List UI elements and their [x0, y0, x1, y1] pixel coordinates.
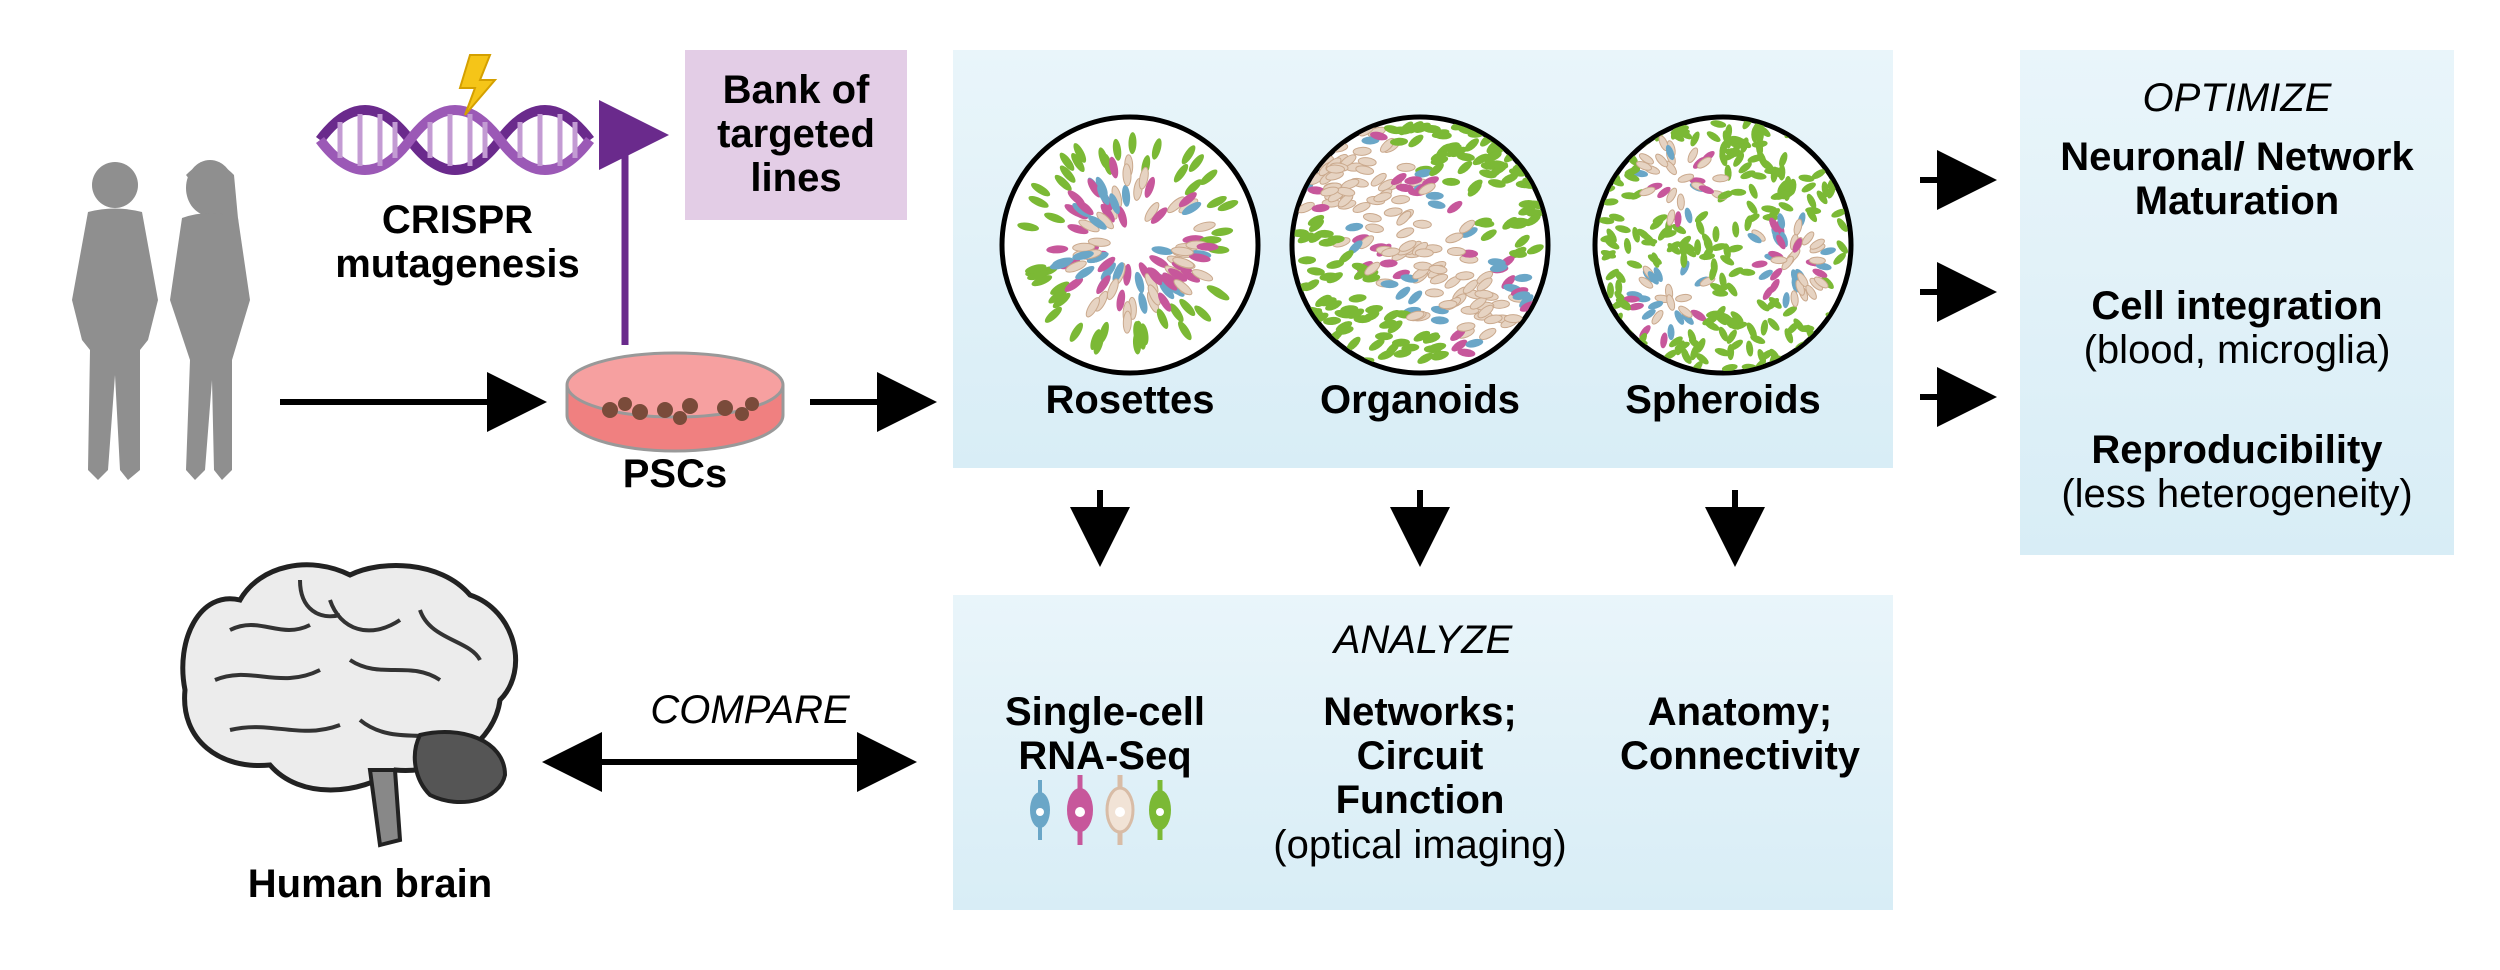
dna-icon [316, 105, 594, 175]
analyze-col-networks: Networks; Circuit Function [1323, 690, 1517, 822]
lightning-icon [458, 54, 498, 116]
organoids-label: Organoids [1319, 378, 1521, 422]
neuron-icons [1030, 775, 1171, 845]
bank-label: Bank of targeted lines [717, 68, 875, 200]
purple-arrow [599, 100, 669, 345]
optimize-panel [2020, 50, 2454, 555]
people-icon [72, 160, 250, 480]
organoids-image [1289, 114, 1551, 376]
petri-dish-icon [565, 351, 785, 453]
optimize-item-integration-title: Cell integration [2091, 284, 2383, 328]
optimize-heading: OPTIMIZE [2142, 76, 2332, 120]
analyze-col-anatomy: Anatomy; Connectivity [1619, 690, 1861, 778]
optimize-item-maturation: Neuronal/ Network Maturation [2060, 135, 2414, 223]
analyze-heading: ANALYZE [1333, 618, 1513, 662]
optimize-item-integration-sub: (blood, microglia) [2083, 328, 2391, 372]
crispr-label: CRISPR mutagenesis [335, 198, 580, 286]
analyze-col-networks-sub: (optical imaging) [1273, 823, 1567, 867]
pscs-label: PSCs [622, 452, 728, 496]
brain-label: Human brain [247, 862, 493, 906]
rosettes-label: Rosettes [1045, 378, 1215, 422]
compare-label: COMPARE [650, 688, 850, 732]
optimize-item-reproducibility-sub: (less heterogeneity) [2061, 472, 2413, 516]
spheroids-image [1592, 114, 1854, 376]
bank-box [685, 50, 907, 220]
rosettes-image [999, 114, 1261, 376]
analyze-col-rnaseq: Single-cell RNA-Seq [1004, 690, 1206, 778]
brain-icon [180, 562, 518, 848]
analyze-panel [953, 595, 1893, 910]
spheroids-label: Spheroids [1625, 378, 1821, 422]
optimize-item-reproducibility-title: Reproducibility [2091, 428, 2383, 472]
